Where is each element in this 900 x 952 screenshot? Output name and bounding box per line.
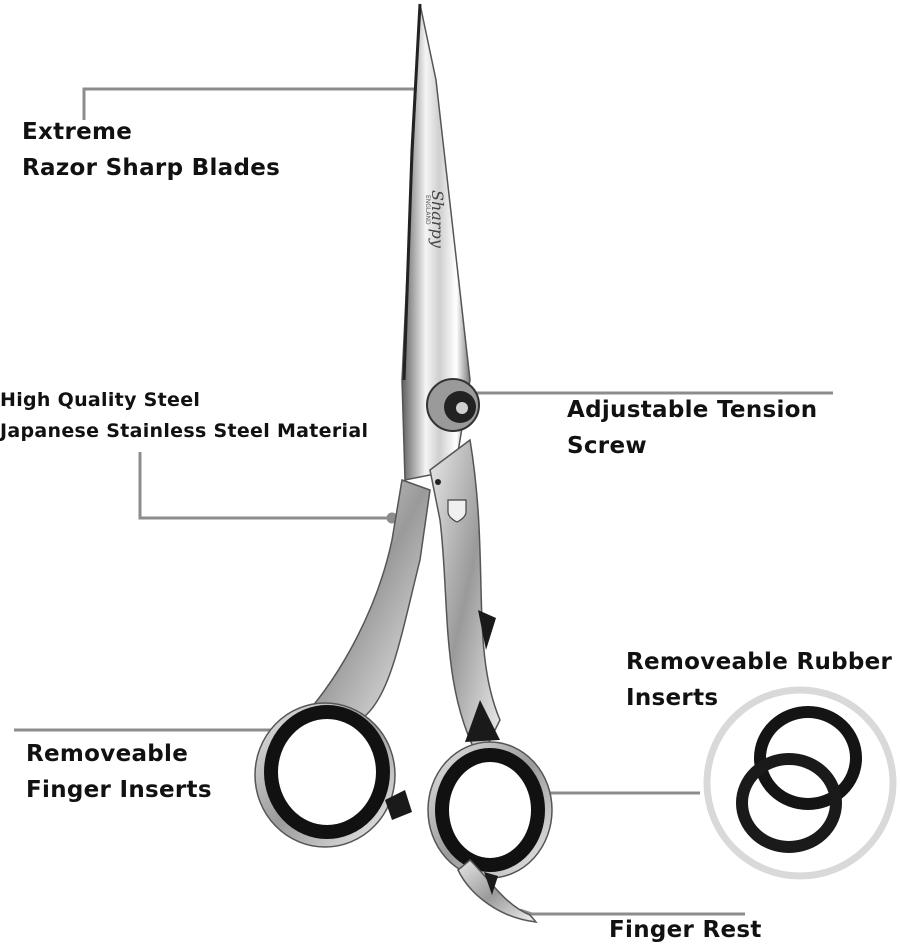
blade-engraving: Sharpy [428, 190, 447, 249]
callout-finger-rest-line1: Finger Rest [609, 917, 762, 943]
handle-cutout-1 [478, 610, 496, 650]
callout-finger-inserts-line1: Removeable [26, 741, 189, 767]
handle-cutout-4 [385, 790, 412, 820]
handle-cutout-3 [484, 872, 498, 895]
blade-engraving-sub: ENGLAND [424, 195, 431, 225]
callout-finger-inserts: Removeable Finger Inserts [26, 736, 212, 808]
left-finger-insert [264, 705, 390, 839]
callout-rubber-inserts-line1: Removeable Rubber [626, 649, 893, 675]
callout-rubber-inserts-line2: Inserts [626, 685, 719, 711]
right-finger-insert [435, 748, 545, 872]
leader-steel [138, 452, 392, 520]
callout-tension-line1: Adjustable Tension [567, 397, 818, 423]
blade-edge [402, 3, 422, 381]
callout-tension-line2: Screw [567, 433, 647, 459]
callout-finger-rest: Finger Rest [609, 912, 762, 948]
shank-right [429, 438, 501, 762]
rubber-ring-back [754, 706, 862, 810]
small-dot [435, 479, 441, 485]
tension-screw [426, 378, 480, 432]
leader-blades [82, 87, 428, 120]
callout-blades-line1: Extreme [22, 119, 133, 145]
shield-emblem-icon [447, 499, 467, 523]
shank-left [298, 478, 431, 721]
leader-finger-rest [519, 908, 745, 916]
callout-steel: High Quality Steel Japanese Stainless St… [0, 385, 368, 447]
callout-blades-line2: Razor Sharp Blades [22, 155, 281, 181]
scissors: Sharpy ENGLAND [254, 3, 553, 923]
callout-steel-line2: Japanese Stainless Steel Material [0, 420, 369, 442]
callout-finger-inserts-line2: Finger Inserts [26, 777, 212, 803]
callout-tension: Adjustable Tension Screw [567, 392, 817, 464]
callout-blades: Extreme Razor Sharp Blades [22, 114, 280, 186]
handle-cutout-2 [465, 700, 500, 742]
rubber-ring-front [736, 753, 842, 853]
rubber-inserts-figure [703, 686, 897, 880]
callout-rubber-inserts: Removeable Rubber Inserts [626, 644, 892, 716]
callout-steel-line1: High Quality Steel [0, 389, 201, 411]
